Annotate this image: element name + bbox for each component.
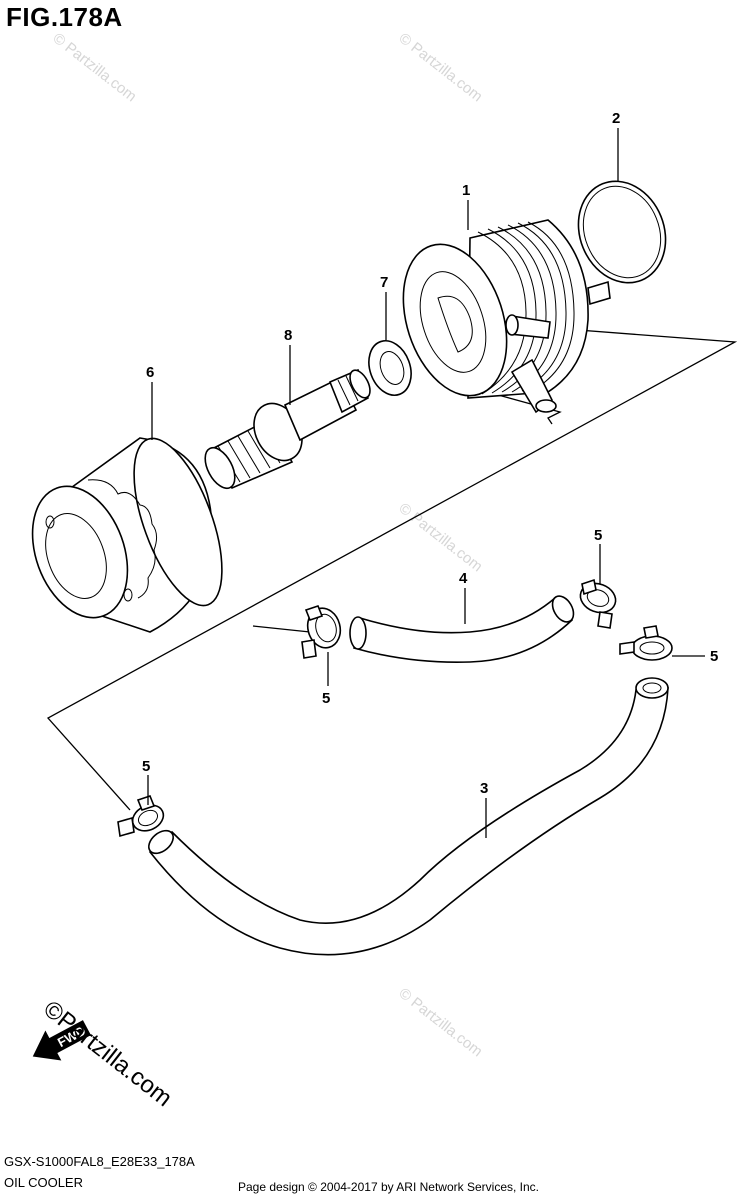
watermark: © Partzilla.com — [396, 985, 486, 1061]
figure-title: FIG.178A — [6, 2, 123, 32]
oil-filter-part[interactable] — [15, 428, 240, 633]
brand-watermark: ©Partzilla.com — [38, 995, 177, 1112]
callout-4: 4 — [459, 570, 468, 587]
hose-clamp-part[interactable] — [117, 795, 168, 838]
watermark: © Partzilla.com — [396, 500, 486, 576]
section-name: OIL COOLER — [4, 1175, 83, 1190]
callout-8: 8 — [284, 327, 292, 344]
watermark: © Partzilla.com — [50, 30, 140, 106]
callout-5: 5 — [142, 758, 150, 775]
callout-7: 7 — [380, 274, 388, 291]
callout-5: 5 — [322, 690, 330, 707]
callout-6: 6 — [146, 364, 154, 381]
hose-long-part[interactable] — [144, 677, 669, 956]
oil-cooler-part[interactable] — [385, 219, 611, 414]
assembly-lines — [46, 327, 737, 811]
model-code: GSX-S1000FAL8_E28E33_178A — [4, 1154, 195, 1169]
callout-3: 3 — [480, 780, 488, 797]
hose-short-part[interactable] — [349, 592, 578, 664]
o-ring-part[interactable] — [564, 168, 681, 296]
callout-1: 1 — [462, 182, 470, 199]
hose-clamp-part[interactable] — [301, 605, 345, 659]
callout-2: 2 — [612, 110, 620, 127]
callout-5: 5 — [710, 648, 718, 665]
copyright-notice: Page design © 2004-2017 by ARI Network S… — [238, 1180, 540, 1194]
gasket-part[interactable] — [362, 335, 419, 401]
watermark: © Partzilla.com — [396, 30, 486, 106]
hose-clamp-part[interactable] — [619, 625, 673, 661]
callout-5: 5 — [594, 527, 602, 544]
hose-clamp-part[interactable] — [576, 578, 619, 629]
union-bolt-part[interactable] — [199, 367, 374, 493]
